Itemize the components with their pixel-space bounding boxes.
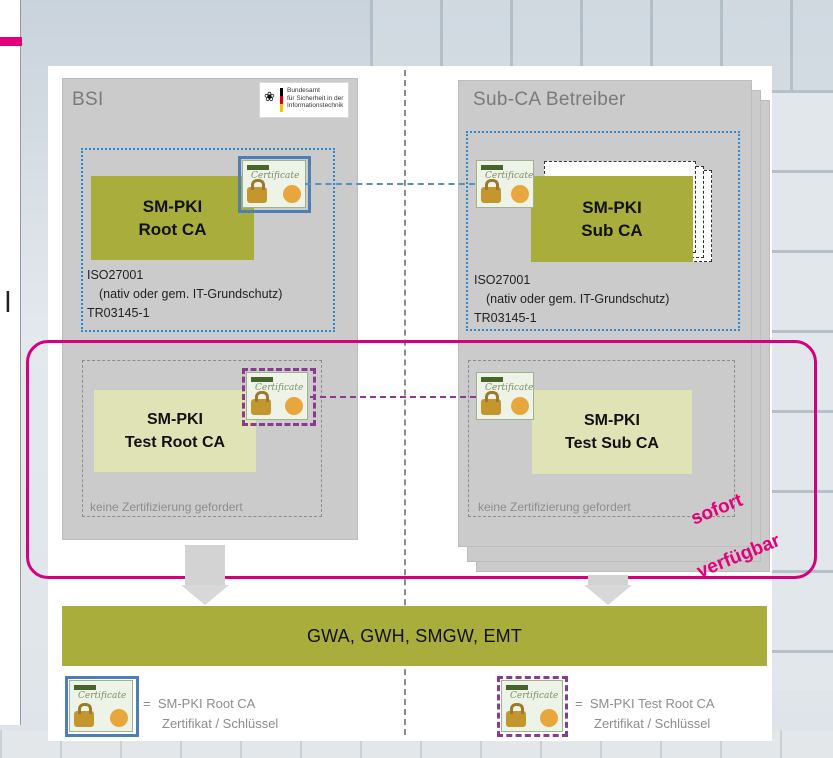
background-window-right bbox=[770, 90, 833, 690]
test-sub-ca-box: SM-PKI Test Sub CA bbox=[532, 390, 692, 474]
left-arrow-stem bbox=[185, 545, 225, 585]
left-no-cert-note: keine Zertifizierung gefordert bbox=[90, 500, 243, 514]
sub-ca-title: Sub-CA Betreiber bbox=[473, 89, 626, 110]
eagle-icon: ❀ bbox=[264, 89, 275, 104]
right-arrow-stem bbox=[588, 575, 628, 585]
sub-ca-iso-requirements: ISO27001 (nativ oder gem. IT-Grundschutz… bbox=[474, 273, 670, 325]
right-no-cert-note: keine Zertifizierung gefordert bbox=[478, 500, 631, 514]
test-sub-zone bbox=[468, 360, 735, 517]
test-sub-certificate-icon: Certificate bbox=[476, 372, 534, 420]
legend-root-certificate-icon: Certificate bbox=[69, 680, 133, 732]
test-root-zone bbox=[82, 360, 322, 517]
flag-icon bbox=[280, 88, 283, 112]
legend-test-frame bbox=[497, 676, 568, 737]
sub-ca-box: SM-PKI Sub CA bbox=[531, 176, 693, 262]
test-root-certificate-icon: Certificate bbox=[246, 372, 308, 420]
test-root-ca-box: SM-PKI Test Root CA bbox=[94, 390, 256, 472]
bsi-logo: ❀ Bundesamt für Sicherheit in der Inform… bbox=[259, 82, 349, 118]
bsi-title: BSI bbox=[72, 89, 104, 110]
magenta-accent-bar bbox=[0, 37, 22, 46]
legend-root-text: = SM-PKI Root CA Zertifikat / Schlüssel bbox=[143, 696, 279, 731]
left-down-arrow bbox=[181, 585, 229, 605]
legend-test-certificate-icon: Certificate bbox=[501, 680, 563, 732]
available-now-highlight bbox=[26, 340, 817, 579]
legend-test-text: = SM-PKI Test Root CA Zertifikat / Schlü… bbox=[575, 696, 715, 731]
root-to-sub-link bbox=[305, 183, 475, 185]
root-certificate-icon: Certificate bbox=[242, 160, 306, 208]
cropped-glyph: l bbox=[4, 286, 12, 319]
test-root-to-test-sub-link bbox=[310, 396, 476, 398]
root-ca-iso-requirements: ISO27001 (nativ oder gem. IT-Grundschutz… bbox=[87, 268, 283, 320]
root-ca-box: SM-PKI Root CA bbox=[91, 176, 254, 260]
legend-root-frame bbox=[65, 676, 139, 737]
sub-ca-certificate-icon: Certificate bbox=[476, 160, 534, 208]
column-divider bbox=[404, 70, 406, 735]
target-systems-bar: GWA, GWH, SMGW, EMT bbox=[62, 606, 767, 666]
bsi-logo-text: Bundesamt für Sicherheit in der Informat… bbox=[287, 87, 344, 109]
root-ca-security-zone bbox=[81, 148, 335, 332]
sub-ca-security-zone bbox=[466, 131, 740, 331]
left-slide-edge bbox=[0, 0, 21, 725]
right-down-arrow bbox=[584, 585, 632, 605]
